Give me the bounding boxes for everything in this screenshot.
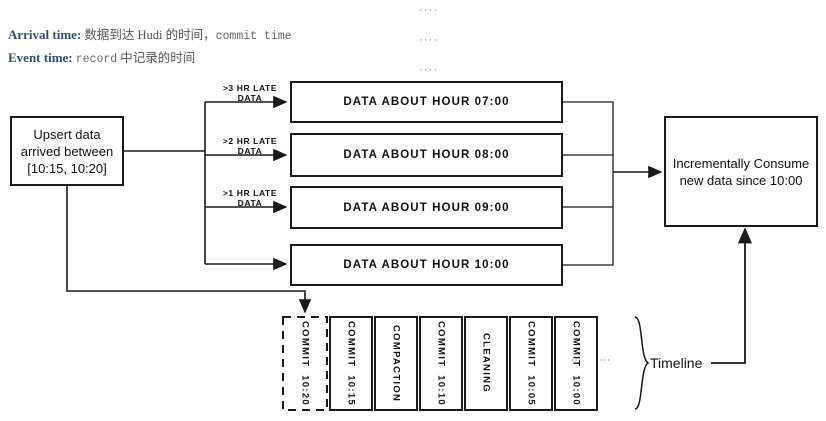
ellipsis-marker: ···· — [419, 4, 439, 16]
commit-box-2 — [374, 316, 418, 411]
legend-value-arrival: 数据到达 Hudi 的时间， — [84, 28, 216, 42]
timeline-dots-1: ⋮ — [570, 355, 581, 368]
legend-value-event: 中记录的时间 — [117, 51, 196, 65]
hour-box-09 — [290, 186, 563, 229]
timeline-dots-2: ⋮ — [599, 355, 610, 368]
hour-box-08 — [290, 133, 563, 177]
commit-box-0 — [282, 316, 328, 411]
consumer-box — [664, 116, 818, 227]
legend-key-arrival: Arrival time: — [8, 27, 82, 42]
commit-box-4 — [464, 316, 508, 411]
ellipsis-markers: ···· ···· ···· — [419, 4, 443, 94]
commit-box-3 — [419, 316, 463, 411]
hour-box-07 — [290, 81, 563, 123]
ellipsis-marker: ···· — [419, 34, 439, 46]
timeline-brace — [634, 316, 650, 410]
legend-key-event: Event time: — [8, 50, 73, 65]
ellipsis-marker: ···· — [419, 64, 439, 76]
legend-row-event: Event time: record 中记录的时间 — [8, 47, 292, 70]
merge-rail-outer — [562, 101, 614, 266]
legend: Arrival time: 数据到达 Hudi 的时间，commit time … — [8, 24, 292, 70]
commit-box-5 — [509, 316, 553, 411]
source-box — [10, 116, 124, 186]
legend-mono-arrival: commit time — [215, 30, 292, 43]
new-commit-arrow — [66, 185, 312, 314]
legend-row-arrival: Arrival time: 数据到达 Hudi 的时间，commit time — [8, 24, 292, 47]
commit-box-1 — [329, 316, 373, 411]
hour-box-10 — [290, 244, 563, 286]
legend-mono-event: record — [75, 53, 118, 66]
timeline-to-consumer-arrow — [711, 227, 753, 364]
commit-box-6 — [554, 316, 598, 411]
